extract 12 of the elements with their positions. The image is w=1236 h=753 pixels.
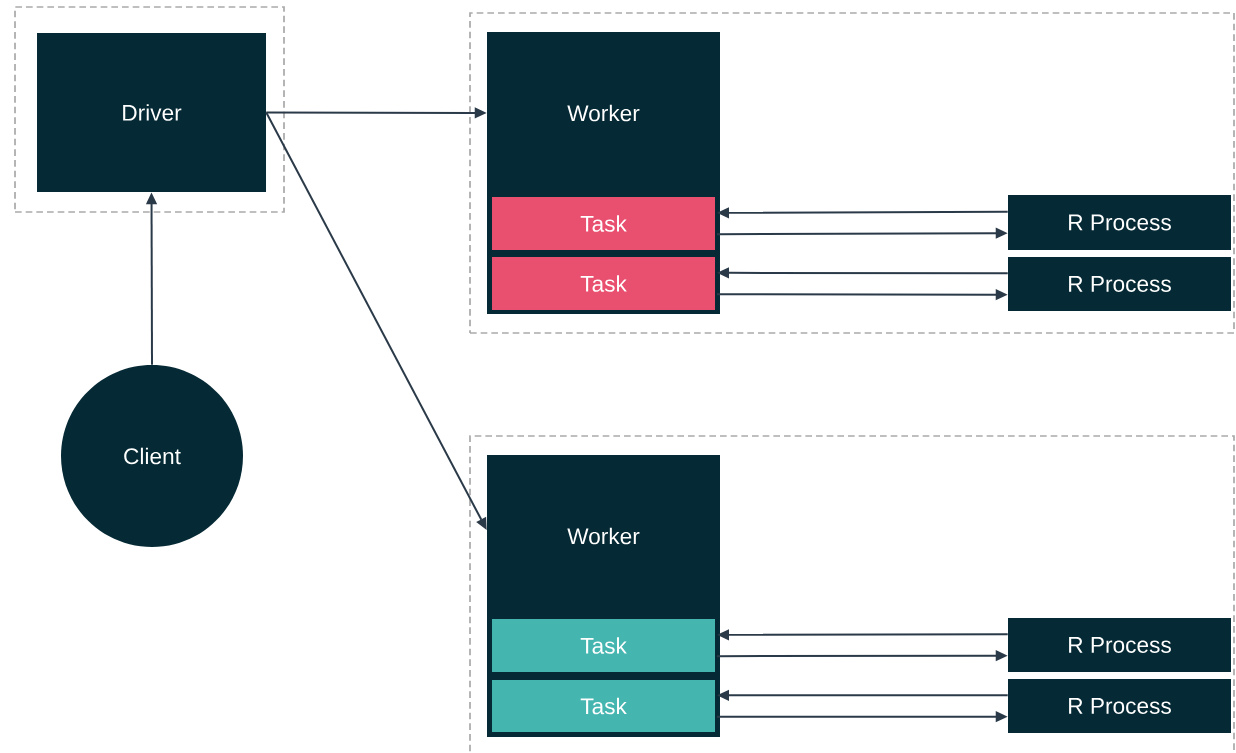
dashed-frame [14,6,285,213]
dashed-frame [469,12,1235,334]
process-box: Driver [37,33,266,192]
process-box: R Process [1008,195,1231,250]
task-box: Task [490,195,717,252]
task-box: Task [490,255,717,312]
task-box: Task [490,617,717,674]
dashed-frame [469,435,1235,753]
task-box: Task [490,678,717,734]
process-box: R Process [1008,679,1231,733]
process-box: R Process [1008,257,1231,311]
process-box: R Process [1008,618,1231,672]
